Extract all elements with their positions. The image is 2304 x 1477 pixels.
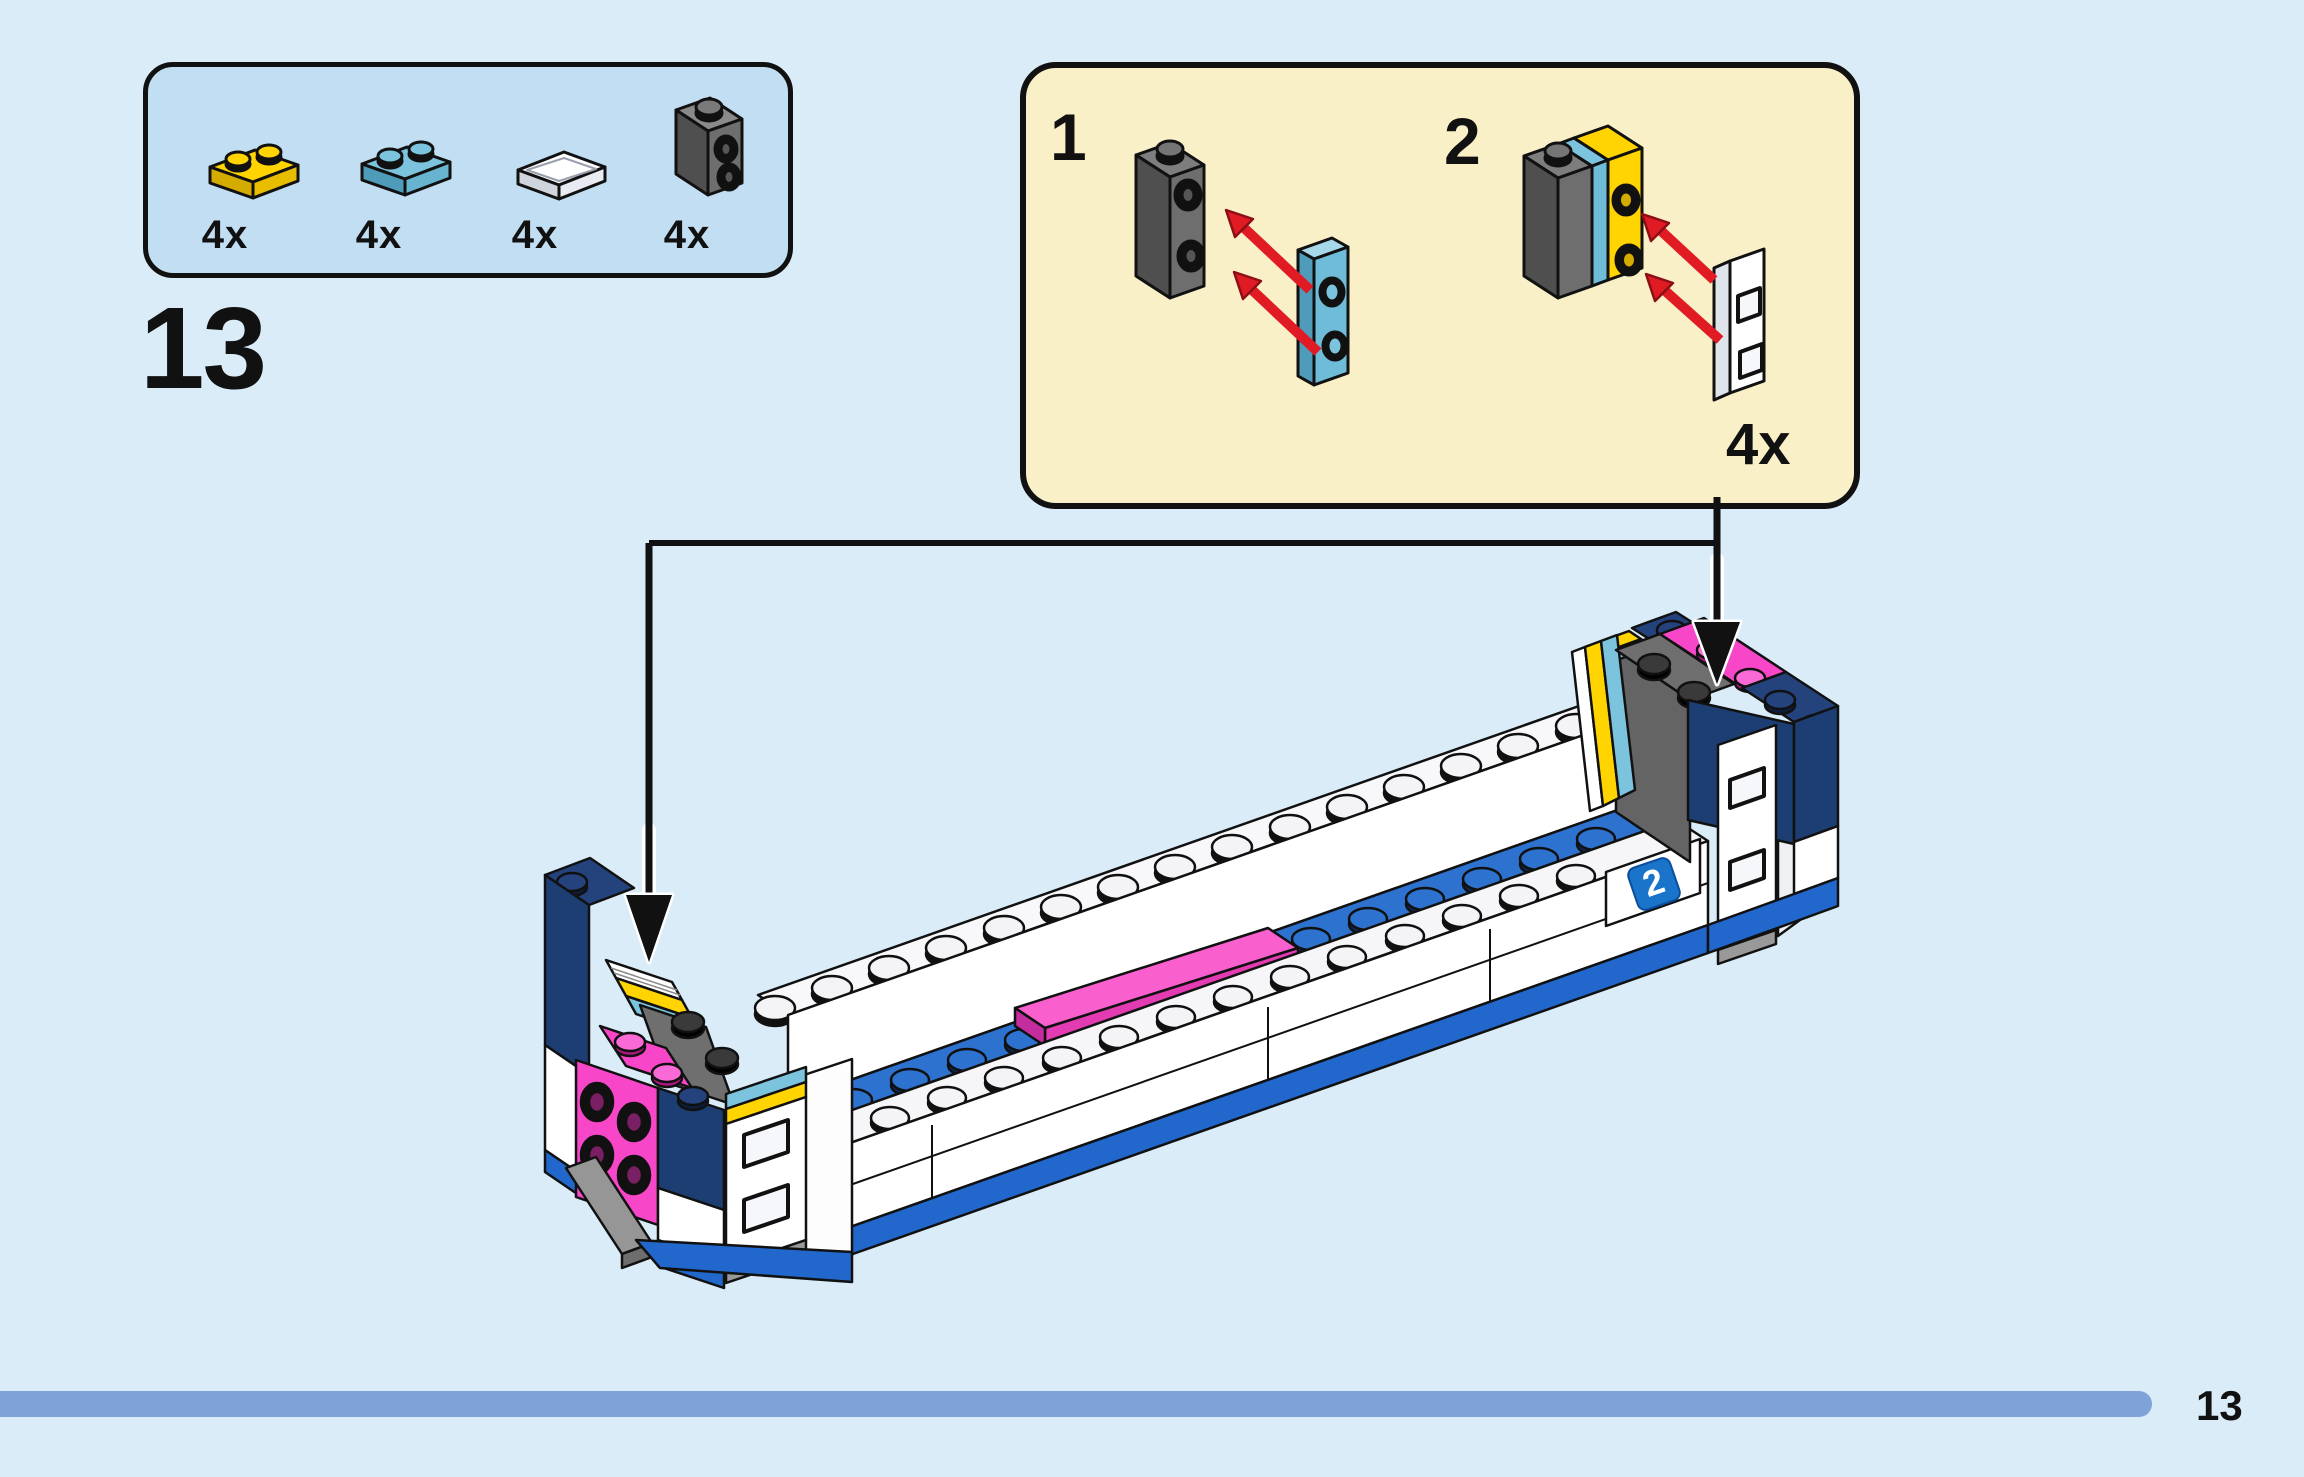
part-qty-yellow: 4x [201,213,249,257]
lego-model: 2 [543,610,1840,1290]
grille-tile-right [1716,723,1778,966]
substep2-assembly-icon [1522,124,1644,300]
step-number: 13 [140,283,267,413]
substep-2-label: 2 [1444,104,1481,178]
substep1-attach-arrows [1224,208,1322,356]
side-stud-rings [579,1081,652,1196]
part-qty-azure: 4x [355,213,403,257]
left-end-cap [543,856,854,1290]
footer-progress-bar [0,1391,2152,1417]
substep-diagrams [1134,124,1766,402]
parts-box: 4x 4x 4x 4x [143,62,793,278]
brick-side-studs-icon [674,96,744,197]
sticker-2-tile: 2 [1604,837,1702,928]
substep2-attach-arrows [1640,212,1724,344]
substep-callout-box: 1 2 4x [1020,62,1860,509]
substep-1-label: 1 [1050,100,1087,174]
wall-front-face [848,839,1710,1257]
plate-1x2-azure-icon [360,140,452,197]
down-arrow-right [1691,619,1743,687]
page-number: 13 [2196,1382,2243,1429]
plate-1x2-yellow-icon [208,143,300,200]
callout-quantity: 4x [1726,412,1791,477]
tile-1x2-white-icon [516,150,607,201]
placement-arrows [623,497,1743,965]
part-qty-tile: 4x [511,213,559,257]
part-qty-brick: 4x [663,213,711,257]
down-arrow-left [623,892,675,965]
substep2-white-tile-icon [1712,247,1766,402]
substep1-gray-brick-icon [1134,139,1206,300]
right-end-cap [1570,610,1840,966]
parts-icons [208,96,744,201]
